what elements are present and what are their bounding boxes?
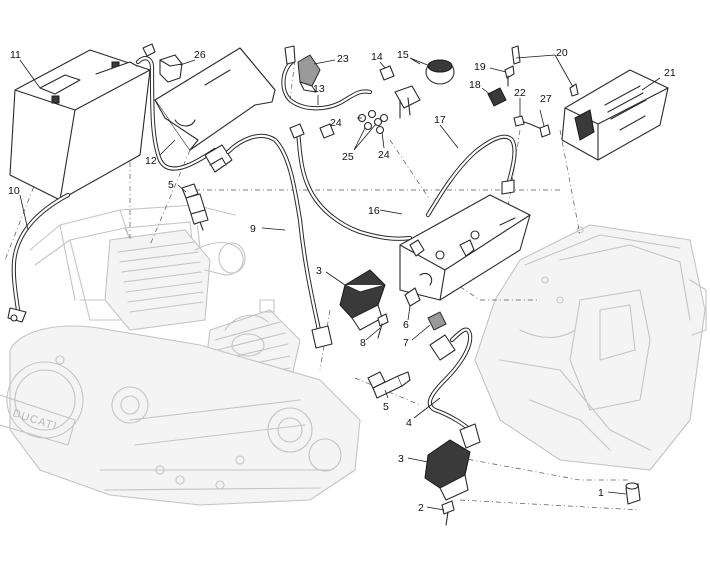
coil-screw-lower [441, 500, 455, 526]
relay-clip [379, 65, 395, 81]
relay-to-bracket-cable [425, 134, 517, 218]
callout-13: 13 [313, 83, 325, 95]
callout-6: 6 [403, 319, 409, 331]
bracket-clip [404, 287, 421, 307]
battery [9, 49, 151, 201]
callout-24-left: 24 [330, 117, 342, 129]
starter-terminal-cap [297, 54, 321, 93]
engine-control-unit [561, 69, 669, 161]
callout-23: 23 [337, 53, 349, 65]
leader-lines [19, 54, 661, 511]
callout-25: 25 [342, 151, 354, 163]
callout-4: 4 [406, 417, 412, 429]
rubber-bush [625, 482, 641, 505]
callout-labels: 11 26 12 10 5 9 13 23 14 15 24 24 25 16 … [8, 47, 676, 349]
callout-11: 11 [10, 49, 21, 61]
callout-24-right: 24 [378, 149, 390, 161]
callout-5-upper: 5 [168, 179, 174, 191]
callout-17: 17 [434, 114, 446, 126]
callout-8: 8 [360, 337, 366, 349]
battery-ground-cable [7, 192, 71, 323]
engine-ghost: DUCATI [0, 204, 361, 506]
terminal-nuts-washers [357, 109, 389, 135]
callout-10: 10 [8, 185, 20, 197]
ecu-mount-hardware [487, 45, 579, 138]
airbox-ghost [474, 224, 707, 471]
callout-2: 2 [418, 502, 424, 514]
callout-26: 26 [194, 49, 206, 61]
spark-plug-lower [367, 371, 411, 399]
starter-relay [394, 59, 455, 119]
callout-9: 9 [250, 223, 256, 235]
battery-terminal-cap [159, 54, 183, 83]
callout-20: 20 [556, 47, 568, 59]
callout-22: 22 [514, 87, 526, 99]
main-wiring-lead [289, 123, 413, 241]
battery-positive-cable [135, 43, 218, 171]
callout-12: 12 [145, 155, 157, 167]
ht-lead-rear [427, 327, 473, 433]
callout-3-lower: 3 [398, 453, 404, 465]
callout-18: 18 [469, 79, 481, 91]
ignition-coil-upper [339, 269, 386, 331]
grommet [427, 311, 447, 331]
callout-21: 21 [664, 67, 676, 79]
callout-16: 16 [368, 205, 380, 217]
callout-5-lower-label: 5 [383, 401, 389, 413]
coil-bracket [399, 194, 531, 301]
callout-14: 14 [371, 51, 383, 63]
callout-19: 19 [474, 61, 486, 73]
callout-7-lower: 7 [403, 337, 409, 349]
callout-27: 27 [540, 93, 552, 105]
coil-screw-upper [377, 313, 389, 339]
callout-15: 15 [397, 49, 409, 61]
battery-holder [154, 47, 276, 151]
starter-cable [281, 45, 373, 111]
ht-lead-front [204, 133, 333, 349]
spark-plug-upper [181, 183, 209, 231]
callout-3-upper: 3 [316, 265, 322, 277]
callout-1: 1 [598, 487, 604, 499]
ignition-coil-lower [424, 423, 481, 501]
